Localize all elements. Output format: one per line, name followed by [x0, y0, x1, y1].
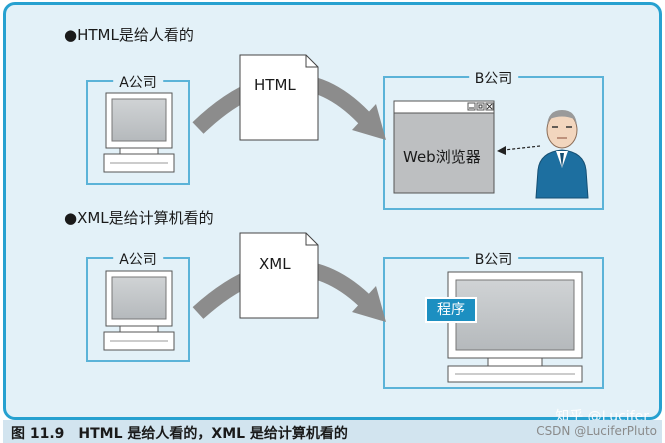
- company-b-label: B公司: [468, 249, 519, 269]
- company-a-label: A公司: [113, 249, 163, 269]
- browser-label: Web浏览器: [403, 148, 481, 166]
- html-document-icon: [239, 54, 319, 141]
- person-icon: [535, 110, 589, 199]
- figure-caption: 图 11.9 HTML 是给人看的，XML 是给计算机看的: [11, 426, 348, 442]
- computer-a-icon-xml: [103, 270, 175, 351]
- computer-a-icon-html: [103, 92, 175, 173]
- computer-b-icon: [447, 271, 583, 383]
- company-b-label: B公司: [468, 68, 519, 88]
- xml-document-label: XML: [259, 255, 291, 273]
- browser-window-icon: [393, 100, 495, 194]
- xml-document-icon: [239, 232, 319, 319]
- html-document-label: HTML: [254, 76, 296, 94]
- section-title-xml: ●XML是给计算机看的: [64, 209, 214, 227]
- view-arrow: [497, 145, 541, 155]
- watermark-csdn: CSDN @LuciferPluto: [536, 424, 657, 438]
- caption-bar: 图 11.9 HTML 是给人看的，XML 是给计算机看的: [3, 420, 662, 443]
- program-label: 程序: [425, 297, 477, 323]
- company-a-label: A公司: [113, 72, 163, 92]
- section-title-html: ●HTML是给人看的: [64, 26, 194, 44]
